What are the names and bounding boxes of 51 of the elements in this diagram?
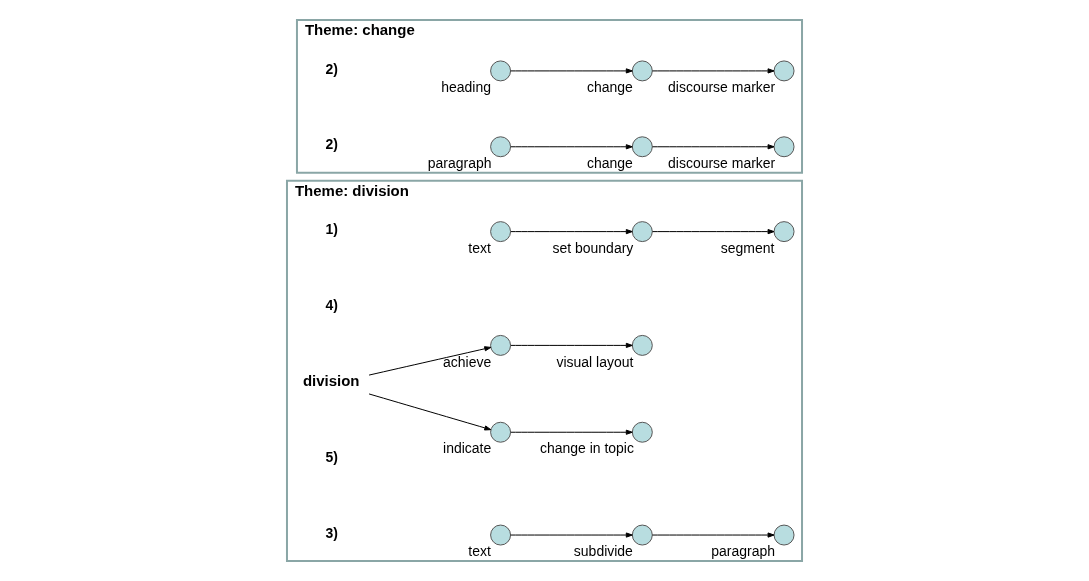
node-label: visual layout <box>556 353 634 370</box>
node-label: change <box>586 154 633 171</box>
node-label: paragraph <box>711 543 775 560</box>
node-circle <box>773 524 795 546</box>
label: 4) <box>325 297 338 314</box>
node-circle <box>490 524 512 546</box>
label: 2) <box>325 60 338 77</box>
arrow <box>368 393 492 431</box>
node-label: text <box>468 239 491 256</box>
node-label: indicate <box>443 440 492 457</box>
label: 3) <box>325 524 338 541</box>
node-circle <box>631 136 653 158</box>
arrow <box>652 144 775 150</box>
arrow <box>652 532 775 538</box>
node-circle <box>773 221 795 243</box>
arrow <box>510 532 633 538</box>
node-circle <box>631 60 653 82</box>
node-circle <box>490 221 512 243</box>
arrow <box>368 346 492 376</box>
node-circle <box>490 136 512 158</box>
arrow <box>652 229 775 235</box>
node-circle <box>631 221 653 243</box>
node-label: text <box>468 543 491 560</box>
node-circle <box>631 421 653 443</box>
arrow <box>652 68 775 74</box>
node-label: paragraph <box>427 154 492 171</box>
label: 1) <box>325 221 338 238</box>
node-circle <box>490 334 512 356</box>
node-label: set boundary <box>552 239 634 256</box>
label: 5) <box>325 448 338 465</box>
arrow <box>510 429 633 435</box>
node-label: discourse marker <box>668 154 776 171</box>
arrow <box>510 144 633 150</box>
node-label: change in topic <box>539 440 634 457</box>
node-circle <box>631 524 653 546</box>
node-label: subdivide <box>573 543 633 560</box>
arrow <box>510 342 633 348</box>
arrow <box>510 68 633 74</box>
node-text: division <box>302 371 360 389</box>
node-label: heading <box>441 79 491 96</box>
node-circle <box>773 60 795 82</box>
node-label: change <box>586 79 633 96</box>
node-label: discourse marker <box>668 79 776 96</box>
node-circle <box>631 334 653 356</box>
node-circle <box>490 60 512 82</box>
node-label: achieve <box>443 353 492 370</box>
node-circle <box>490 421 512 443</box>
label: 2) <box>325 136 338 153</box>
node-circle <box>773 136 795 158</box>
node-label: segment <box>720 239 775 256</box>
arrow <box>510 229 633 235</box>
